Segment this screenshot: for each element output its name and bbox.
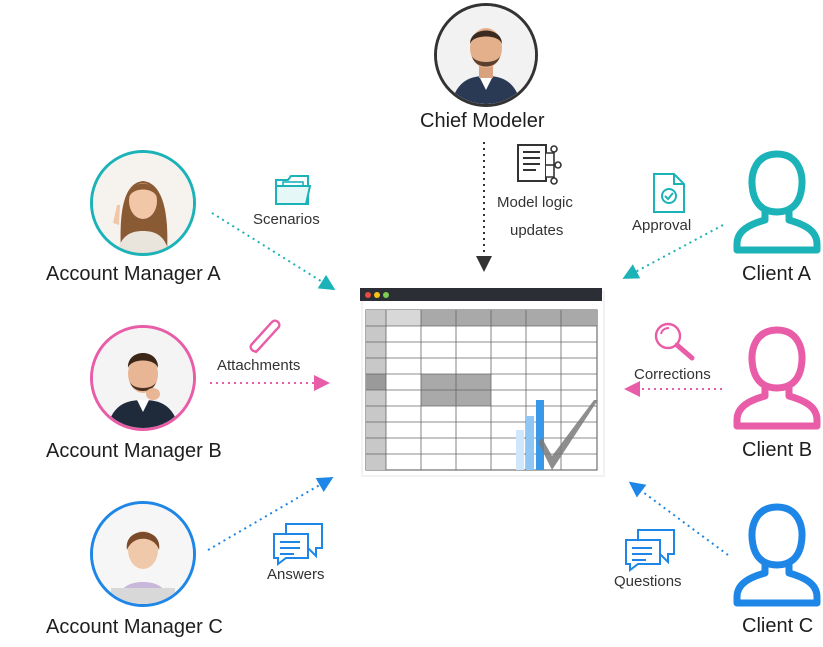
approval-label: Approval [632,217,692,234]
scenarios-label: Scenarios [253,211,320,228]
client-c-name: Client C [742,615,814,637]
chief-modeler-name: Chief Modeler [420,110,545,132]
chat-bubbles-icon [272,518,326,571]
account-manager-b-avatar [90,325,196,431]
client-b-user-outline-icon [731,326,823,435]
client-a-name: Client A [742,263,811,285]
flowchart-document-icon [516,143,562,192]
account-manager-a-name: Account Manager A [46,263,221,285]
answers-label: Answers [267,566,325,583]
folder-icon [274,172,312,213]
person-photo-icon [93,328,193,428]
person-photo-icon [93,504,193,604]
user-outline-icon [733,150,821,254]
client-c-user-outline-icon [731,503,823,612]
chat-bubbles-icon [624,524,678,577]
corrections-label: Corrections [634,366,711,383]
account-manager-c-name: Account Manager C [46,616,223,638]
document-check-icon [652,172,686,219]
model-logic-updates-label-line2: updates [510,222,564,239]
account-manager-a-avatar [90,150,196,256]
spreadsheet-window-icon [360,288,606,478]
client-b-name: Client B [742,439,813,461]
person-photo-icon [93,153,193,253]
magnifier-icon [652,320,696,367]
user-outline-icon [733,503,821,607]
chief-modeler-avatar [434,3,538,107]
arrow-client-c-to-sheet [628,481,729,556]
attachments-label: Attachments [217,357,301,374]
account-manager-b-name: Account Manager B [46,440,222,462]
paperclip-icon [246,318,288,361]
model-logic-updates-label-line1: Model logic [497,194,573,211]
person-photo-icon [437,6,535,104]
client-a-user-outline-icon [731,150,823,259]
questions-label: Questions [614,573,682,590]
user-outline-icon [733,326,821,430]
arrow-client-a-to-sheet [622,224,724,279]
account-manager-c-avatar [90,501,196,607]
